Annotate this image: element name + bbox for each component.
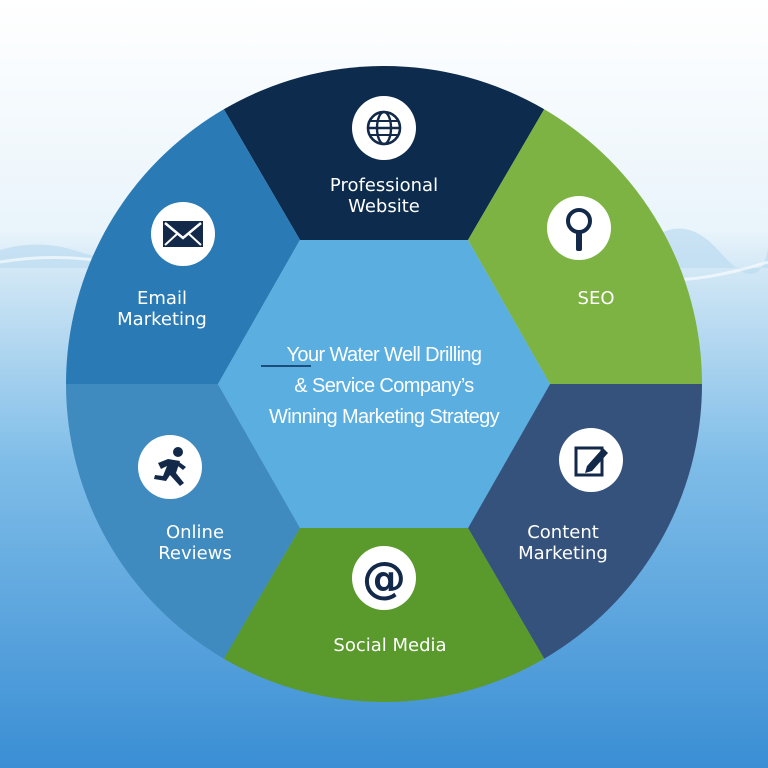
runner-icon [138,435,202,499]
edit-icon [559,428,623,492]
center-title-underline [261,365,311,367]
svg-text:@: @ [362,553,406,604]
center-title-line-2: & Service Company’s [294,375,474,397]
globe-icon [352,96,416,160]
magnifier-icon [547,196,611,260]
at-sign-icon: @ [352,546,416,610]
center-title: Your Water Well Drilling & Service Compa… [239,340,529,433]
segment-content-marketing [468,384,702,659]
segment-social-media [223,528,545,703]
center-title-line-3: Winning Marketing Strategy [268,406,500,428]
label-seo: SEO [577,288,615,309]
label-social-media: Social Media [333,635,447,656]
segment-online-reviews [66,384,300,659]
envelope-icon [151,202,215,266]
center-hexagon [218,240,550,528]
center-title-line-1: Your Water Well Drilling [286,344,483,366]
